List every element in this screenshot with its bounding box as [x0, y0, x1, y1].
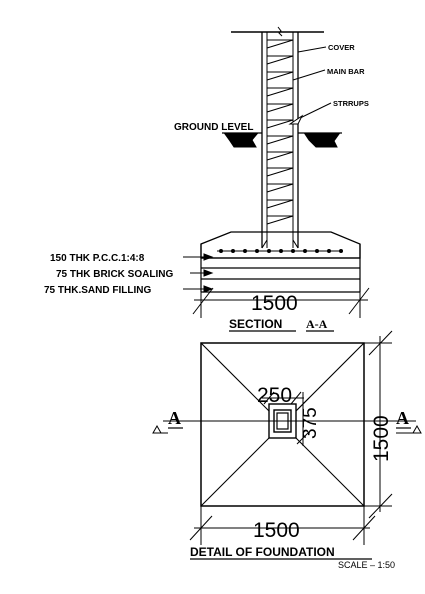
rebar-dot [315, 249, 319, 253]
section-mark-right: A [396, 408, 409, 428]
break-mark-icon [277, 26, 283, 37]
plan-footing-outline [200, 342, 365, 507]
stirrups-label: STRRUPS [333, 99, 369, 108]
rebar-dot [231, 249, 235, 253]
stirrup [266, 119, 294, 129]
rebar-dot [219, 249, 223, 253]
stirrup [266, 215, 294, 225]
stirrup [266, 167, 294, 177]
cover-leader [297, 46, 327, 53]
col-dim-tick-3 [296, 397, 310, 411]
footing-bar-dots [219, 249, 343, 253]
section-mark-left: A [168, 408, 181, 428]
rebar-dot [279, 249, 283, 253]
column-dim-vertical: 375 [300, 407, 321, 439]
section-dim-tick-left [192, 287, 214, 315]
rebar-dot [267, 249, 271, 253]
stirrup [266, 87, 294, 97]
ground-block-left [224, 133, 259, 148]
layer-label-brick: 75 THK BRICK SOALING [56, 269, 173, 280]
col-dim-tick-1 [263, 391, 275, 405]
column-dim-horizontal: 250 [257, 384, 292, 407]
section-arrow-left-icon [152, 424, 162, 434]
stirrup [266, 39, 294, 49]
plan-width-dimension: 1500 [253, 519, 300, 542]
stirrup [266, 71, 294, 81]
stirrup [266, 135, 294, 145]
plan-height-dimension: 1500 [370, 415, 393, 462]
stirrups-arrow-icon [288, 114, 304, 125]
section-title: SECTION [229, 317, 282, 331]
col-dim-tick-4 [296, 431, 310, 445]
stirrup [266, 151, 294, 161]
pcc-arrow-icon [203, 253, 214, 261]
plan-title: DETAIL OF FOUNDATION [190, 545, 335, 559]
rebar-dot [339, 249, 343, 253]
stirrup [266, 199, 294, 209]
layer-label-sand: 75 THK.SAND FILLING [44, 285, 151, 296]
section-dim-tick-right [348, 287, 370, 315]
bar-bend-left [261, 239, 268, 249]
ground-block-right [304, 133, 340, 148]
stirrup [266, 103, 294, 113]
col-dim-tick-2 [290, 391, 302, 405]
rebar-dot [327, 249, 331, 253]
section-title-mark: A-A [306, 317, 328, 331]
stirrup [266, 183, 294, 193]
scale-label: SCALE – 1:50 [338, 560, 395, 570]
rebar-dot [291, 249, 295, 253]
footing-outline [200, 231, 361, 259]
rebar-dot [255, 249, 259, 253]
bar-bend-right [292, 239, 299, 249]
brick-arrow-icon [203, 269, 214, 277]
stirrup [266, 55, 294, 65]
layer-label-pcc: 150 THK P.C.C.1:4:8 [50, 253, 145, 264]
rebar-dot [303, 249, 307, 253]
ground-level-label: GROUND LEVEL [174, 122, 253, 133]
sand-arrow-icon [203, 285, 214, 293]
main-bar-leader [292, 69, 326, 81]
section-arrow-right-icon [412, 424, 422, 434]
main-bar-label: MAIN BAR [327, 67, 365, 76]
cover-label: COVER [328, 43, 355, 52]
stirrups [266, 39, 294, 225]
rebar-dot [243, 249, 247, 253]
section-width-dimension: 1500 [251, 292, 298, 315]
plan-view [152, 330, 422, 545]
section-view [183, 26, 370, 318]
